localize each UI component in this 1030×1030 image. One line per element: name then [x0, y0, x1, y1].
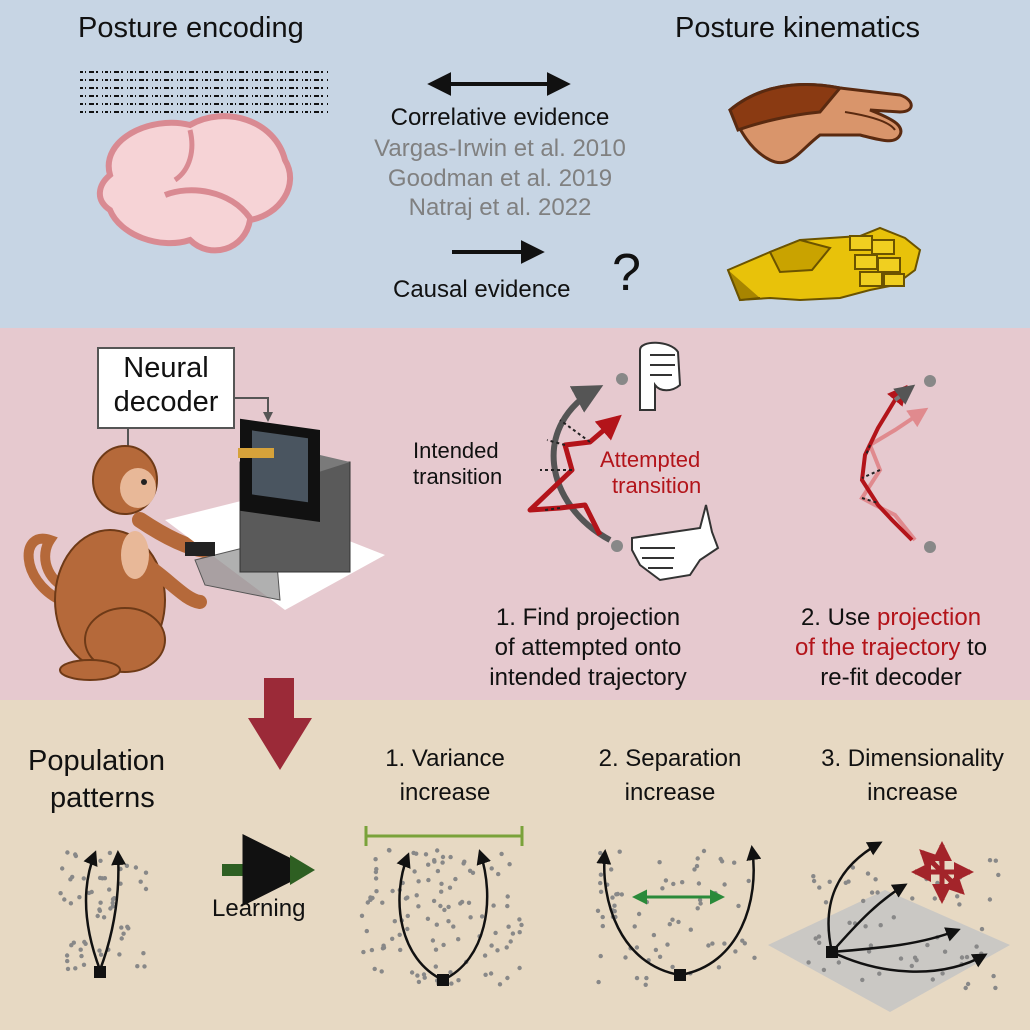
- causal-label: Causal evidence: [393, 276, 571, 303]
- population-label-line1: Population: [28, 745, 166, 777]
- intended-label-line1: Intended: [413, 438, 499, 463]
- step2-red-2: of the trajectory: [794, 634, 961, 661]
- step1-line1: 1. Find projection: [495, 604, 681, 631]
- step1-line3: intended trajectory: [489, 664, 687, 691]
- dimensionality-line1: 3. Dimensionality: [821, 745, 1004, 772]
- citation-2: Goodman et al. 2019: [387, 165, 613, 192]
- citation-3: Natraj et al. 2022: [408, 194, 592, 221]
- population-label-line2: patterns: [50, 782, 155, 814]
- learning-label: Learning: [212, 895, 306, 922]
- dimensionality-line2: increase: [867, 779, 958, 806]
- question-mark: ?: [612, 244, 641, 302]
- posture-kinematics-title: Posture kinematics: [675, 12, 920, 44]
- decoder-label-line2: decoder: [113, 386, 219, 418]
- citation-1: Vargas-Irwin et al. 2010: [374, 135, 626, 162]
- step2-line3: re-fit decoder: [820, 664, 962, 691]
- separation-line1: 2. Separation: [598, 745, 742, 772]
- posture-encoding-title: Posture encoding: [78, 12, 304, 44]
- attempted-label-line1: Attempted: [600, 447, 701, 472]
- variance-line2: increase: [399, 779, 491, 806]
- variance-line1: 1. Variance: [385, 745, 505, 772]
- separation-line2: increase: [624, 779, 716, 806]
- intended-label-line2: transition: [413, 464, 503, 489]
- step2-red-1: projection: [876, 604, 982, 631]
- correlative-label: Correlative evidence: [390, 104, 610, 131]
- attempted-label-line2: transition: [612, 473, 702, 498]
- step2-line2: of the trajectory to: [766, 634, 1016, 662]
- step2-prefix: 2. Use: [800, 604, 877, 631]
- decoder-box: [97, 347, 235, 429]
- step2-line1: 2. Use projection: [766, 604, 1016, 632]
- step1-line2: of attempted onto: [494, 634, 682, 661]
- decoder-label-line1: Neural: [123, 352, 209, 384]
- step2-suffix: to: [960, 634, 988, 661]
